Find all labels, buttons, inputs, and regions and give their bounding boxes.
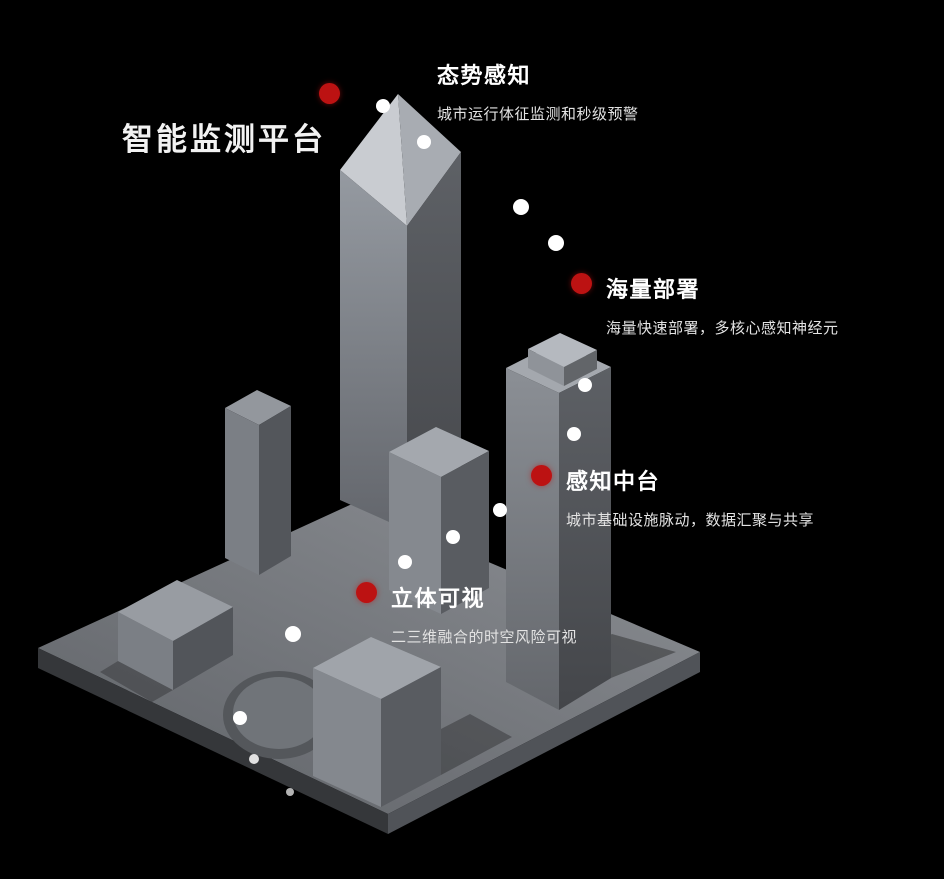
tower-top-right-slope	[398, 94, 461, 226]
middle-building-top	[389, 427, 489, 477]
small-left-building	[225, 390, 291, 575]
feature-marker-dot	[531, 465, 552, 486]
trail-dot	[249, 754, 259, 764]
feature-marker-dot	[356, 582, 377, 603]
trail-dot	[578, 378, 592, 392]
feature-heading: 感知中台	[566, 469, 661, 494]
front-building-right-face	[381, 667, 441, 807]
feature-heading: 海量部署	[606, 277, 701, 302]
tower-top-left-slope	[340, 94, 407, 226]
middle-building	[389, 427, 489, 614]
trail-dot	[513, 199, 529, 215]
circular-pad	[223, 671, 335, 759]
middle-building-left-face	[389, 452, 441, 614]
feature-heading: 立体可视	[391, 586, 486, 611]
feature-perception-middle-platform: 感知中台 城市基础设施脉动，数据汇聚与共享	[531, 464, 815, 530]
feature-subtitle: 二三维融合的时空风险可视	[391, 629, 578, 646]
trail-dot	[286, 788, 294, 796]
feature-subtitle: 海量快速部署，多核心感知神经元	[606, 320, 839, 337]
right-tower-cap-right-face	[564, 350, 597, 386]
trail-dot	[398, 555, 412, 569]
middle-building-right-face	[441, 451, 489, 614]
trail-dot	[376, 99, 390, 113]
low-block	[118, 580, 233, 690]
page-title: 智能监测平台	[122, 122, 326, 157]
dotted-trail	[233, 99, 592, 796]
front-building-left-face	[313, 668, 381, 807]
feature-subtitle: 城市基础设施脉动，数据汇聚与共享	[566, 512, 815, 529]
right-tower-left-face	[506, 368, 559, 710]
front-building	[313, 637, 441, 807]
trail-dot	[417, 135, 431, 149]
low-block-left-face	[118, 612, 173, 690]
feature-subtitle: 城市运行体征监测和秒级预警	[437, 106, 639, 123]
circular-pad-center	[233, 677, 325, 749]
trail-dot	[493, 503, 507, 517]
tower-left-face	[340, 170, 407, 530]
right-tower-right-face	[559, 367, 611, 710]
platform-right-edge	[388, 652, 700, 834]
feature-massive-deployment: 海量部署 海量快速部署，多核心感知神经元	[571, 272, 839, 338]
feature-situation-awareness: 态势感知 城市运行体征监测和秒级预警	[437, 58, 639, 124]
feature-3d-visualization: 立体可视 二三维融合的时空风险可视	[356, 581, 578, 647]
trail-dot	[446, 530, 460, 544]
low-block-right-face	[173, 607, 233, 690]
feature-heading: 态势感知	[437, 63, 532, 88]
platform-left-edge	[38, 648, 388, 834]
shadow-low-block	[100, 661, 173, 702]
title-marker-dot	[319, 83, 340, 104]
right-tower	[506, 333, 611, 710]
trail-dot	[285, 626, 301, 642]
front-building-top	[313, 637, 441, 699]
small-building-left-face	[225, 408, 259, 575]
trail-dot	[548, 235, 564, 251]
trail-dot	[233, 711, 247, 725]
small-building-right-face	[259, 406, 291, 575]
trail-dot	[567, 427, 581, 441]
right-tower-cap-left-face	[528, 349, 564, 386]
low-block-top	[118, 580, 233, 641]
feature-marker-dot	[571, 273, 592, 294]
right-tower-cap-top	[528, 333, 597, 367]
